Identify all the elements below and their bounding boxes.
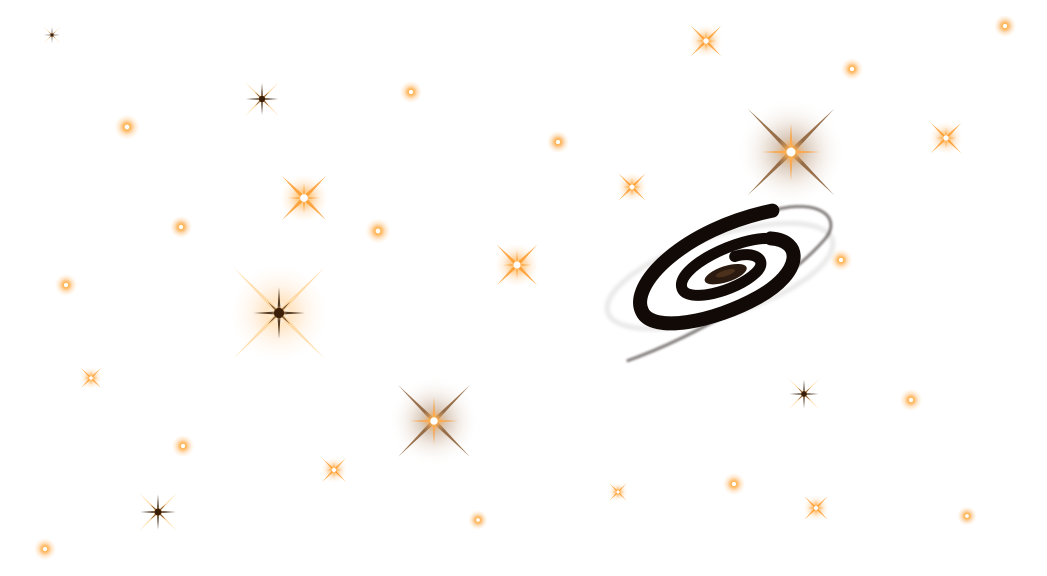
- star: [389, 376, 479, 466]
- star: [280, 174, 328, 222]
- star: [546, 130, 570, 154]
- star: [114, 114, 140, 140]
- star: [399, 80, 423, 104]
- star: [33, 537, 57, 561]
- star: [321, 457, 347, 483]
- stars-layer: [33, 14, 1017, 561]
- star: [169, 215, 193, 239]
- star: [468, 510, 488, 530]
- star: [139, 493, 177, 531]
- star: [54, 273, 78, 297]
- star: [722, 472, 746, 496]
- star: [171, 434, 195, 458]
- star: [957, 506, 977, 526]
- star: [231, 265, 327, 361]
- star: [365, 218, 391, 244]
- star: [899, 388, 923, 412]
- star: [43, 26, 61, 44]
- star: [609, 483, 627, 501]
- star: [840, 57, 864, 81]
- spiral-galaxy: [605, 203, 835, 363]
- star: [737, 98, 845, 206]
- star: [80, 367, 102, 389]
- star: [929, 121, 963, 155]
- star: [689, 24, 723, 58]
- star: [993, 14, 1017, 38]
- star: [803, 495, 829, 521]
- star: [495, 243, 539, 287]
- star: [245, 82, 279, 116]
- star: [617, 172, 647, 202]
- star: [788, 378, 820, 410]
- star: [829, 248, 853, 272]
